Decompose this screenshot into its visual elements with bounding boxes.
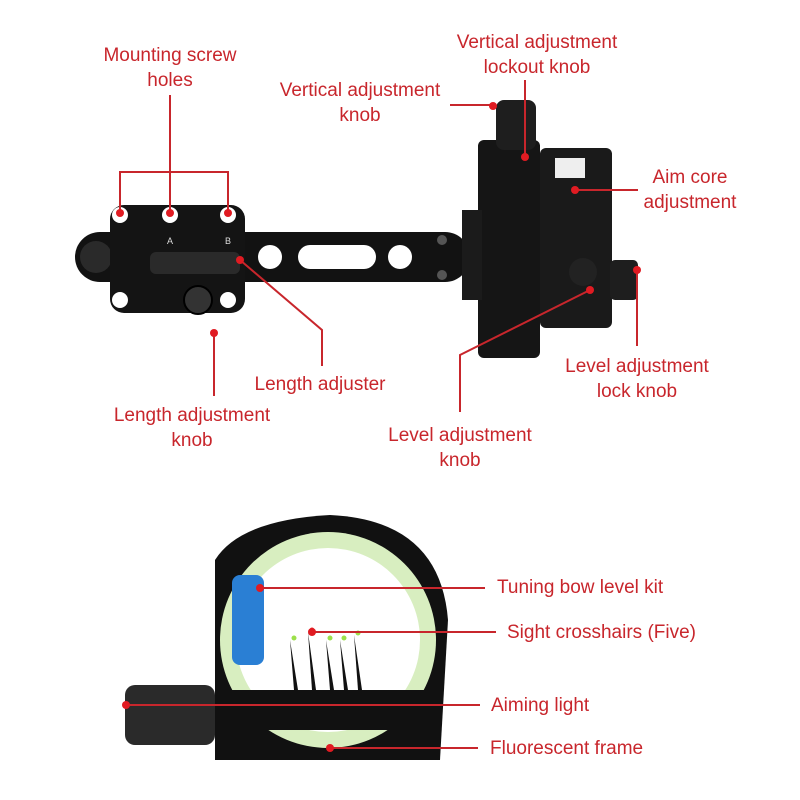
label-line: holes: [147, 70, 193, 91]
label-line: Level adjustment: [565, 356, 709, 377]
label-line: lock knob: [596, 381, 678, 402]
label-line: Length adjustment: [113, 405, 271, 426]
label-length-adjuster: Length adjuster: [255, 372, 386, 397]
label-length-adjustment-knob: Length adjustment knob: [114, 403, 270, 453]
label-line: knob: [339, 105, 381, 126]
hole-mark-b: B: [225, 236, 231, 246]
hole-mark-a: A: [167, 236, 173, 246]
label-vertical-adjustment-knob: Vertical adjustment knob: [280, 78, 441, 128]
label-sight-crosshairs: Sight crosshairs (Five): [507, 622, 696, 643]
label-mounting-screw-holes: Mounting screw holes: [103, 43, 236, 93]
label-line: Vertical adjustment: [279, 80, 441, 101]
label-line: Mounting screw: [103, 45, 237, 66]
label-line: adjustment: [643, 192, 737, 213]
label-line: knob: [439, 450, 481, 471]
label-aiming-light: Aiming light: [491, 695, 590, 716]
label-line: Length adjuster: [254, 374, 386, 395]
label-vertical-adjustment-lockout-knob: Vertical adjustment lockout knob: [457, 30, 618, 80]
label-level-adjustment-knob: Level adjustment knob: [388, 423, 532, 473]
mounting-plate: A B: [110, 205, 245, 315]
label-line: knob: [171, 430, 213, 451]
label-tuning-bow-level-kit: Tuning bow level kit: [497, 577, 664, 598]
sight-housing-top: [462, 100, 638, 358]
label-line: lockout knob: [483, 57, 591, 78]
label-fluorescent-frame: Fluorescent frame: [490, 738, 644, 759]
label-level-adjustment-lock-knob: Level adjustment lock knob: [565, 354, 709, 404]
label-line: Level adjustment: [388, 425, 532, 446]
label-line: Aim core: [652, 167, 728, 188]
label-line: Vertical adjustment: [456, 32, 618, 53]
crosshair-pins: [290, 627, 362, 690]
label-aim-core-adjustment: Aim core adjustment: [644, 165, 737, 215]
callout-dots: [116, 102, 641, 752]
callout-lines: [119, 80, 638, 749]
sight-housing-bottom: [125, 515, 448, 760]
